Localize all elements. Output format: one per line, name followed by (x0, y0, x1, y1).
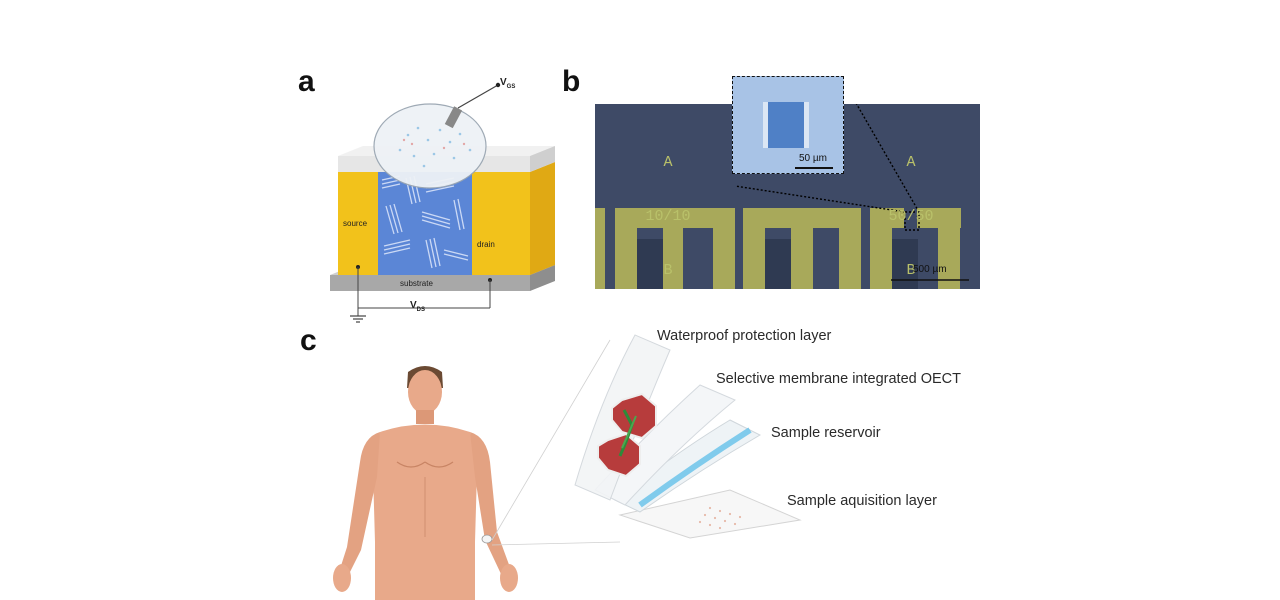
panel-letter-a: a (298, 65, 315, 98)
substrate-front (330, 275, 530, 291)
drain-electrode (472, 172, 530, 275)
inset-scale-label: 50 µm (799, 153, 827, 164)
panel-letter-c: c (300, 324, 317, 357)
inset-scale-bar (795, 167, 833, 169)
wearable-patch (481, 534, 493, 544)
layer-label-acquisition: Sample aquisition layer (787, 493, 937, 509)
patch-layers (574, 334, 802, 539)
main-scale-label: 500 µm (913, 264, 947, 275)
layer-label-reservoir: Sample reservoir (771, 425, 881, 441)
substrate-side (530, 265, 555, 291)
vds-label: VDS (410, 300, 426, 313)
chip-text-left: A 10/10 B (645, 154, 691, 279)
drain-label: drain (477, 240, 495, 249)
channel (378, 172, 472, 275)
acquisition-layer (618, 489, 802, 539)
zoom-guides (491, 339, 621, 546)
source-label: source (343, 219, 368, 228)
vgs-label: VGS (500, 77, 516, 90)
gate-electrode (444, 106, 463, 129)
layer-label-waterproof: Waterproof protection layer (657, 328, 832, 344)
electrode-pattern (595, 104, 969, 289)
chip-text-right: A 50/50 B (888, 154, 934, 279)
inset-channel (763, 102, 809, 148)
oect-device-diagram (330, 82, 555, 323)
electrolyte-droplet (373, 103, 487, 189)
biomarker-octagon-icon (597, 392, 657, 478)
zoom-inset: 50 µm (732, 76, 844, 174)
panel-letter-b: b (562, 65, 581, 98)
substrate-label: substrate (400, 279, 433, 288)
layer-label-oect: Selective membrane integrated OECT (716, 371, 961, 387)
human-figure (333, 366, 518, 600)
source-electrode (338, 172, 378, 275)
